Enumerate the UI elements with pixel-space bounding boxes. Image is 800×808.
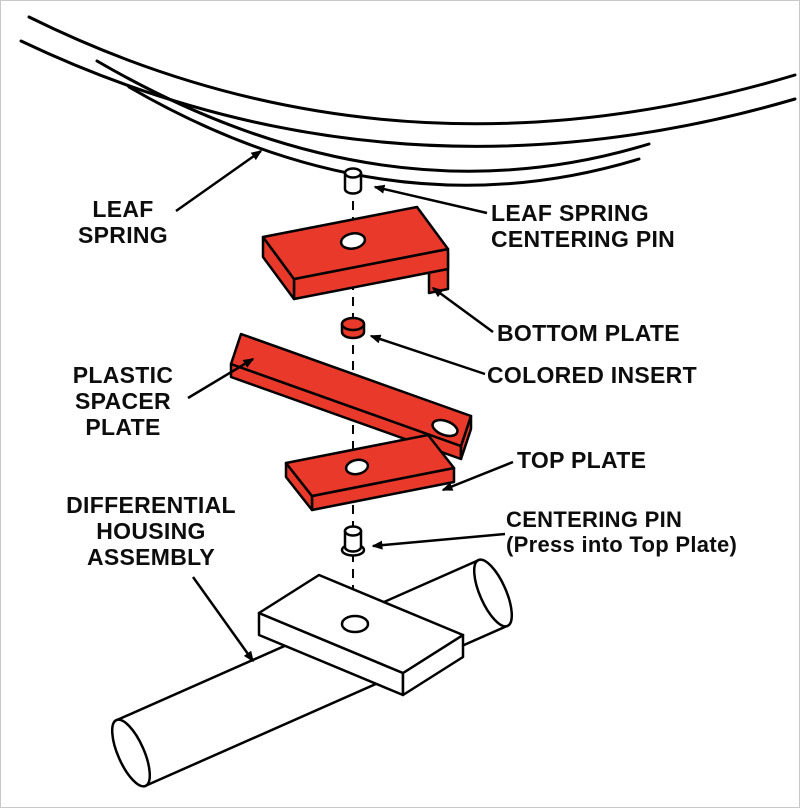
leader-arrows	[175, 149, 514, 663]
label-leaf-spring-centering-pin: LEAF SPRING CENTERING PIN	[491, 200, 676, 252]
leaf-spring-drawing	[19, 15, 797, 187]
label-leaf-spring: LEAF SPRING	[78, 196, 168, 248]
label-bottom-plate: BOTTOM PLATE	[497, 320, 680, 346]
leaf-spring-centering-pin-arrow	[373, 184, 488, 215]
differential-housing-arrow	[191, 576, 255, 663]
leaf-spring-centering-pin-drawing	[343, 167, 363, 195]
label-colored-insert: COLORED INSERT	[487, 362, 697, 388]
colored-insert-drawing	[340, 316, 366, 340]
label-differential-housing-assembly: DIFFERENTIAL HOUSING ASSEMBLY	[66, 492, 236, 570]
leaf-spring-arrow	[175, 149, 263, 213]
centering-pin-drawing	[340, 525, 366, 557]
plastic-spacer-plate-drawing	[229, 332, 473, 461]
label-top-plate: TOP PLATE	[517, 447, 647, 473]
bottom-plate-arrow	[431, 286, 494, 334]
plastic-spacer-plate-arrow	[187, 357, 255, 400]
top-plate-drawing	[284, 433, 456, 512]
label-plastic-spacer-plate: PLASTIC SPACER PLATE	[72, 362, 174, 440]
top-plate-arrow	[441, 460, 514, 492]
colored-insert-arrow	[369, 334, 486, 376]
label-centering-pin: CENTERING PIN (Press into Top Plate)	[506, 507, 738, 557]
bottom-plate-drawing	[261, 205, 450, 301]
centering-pin-arrow	[371, 532, 506, 550]
differential-housing-drawing	[110, 558, 514, 788]
